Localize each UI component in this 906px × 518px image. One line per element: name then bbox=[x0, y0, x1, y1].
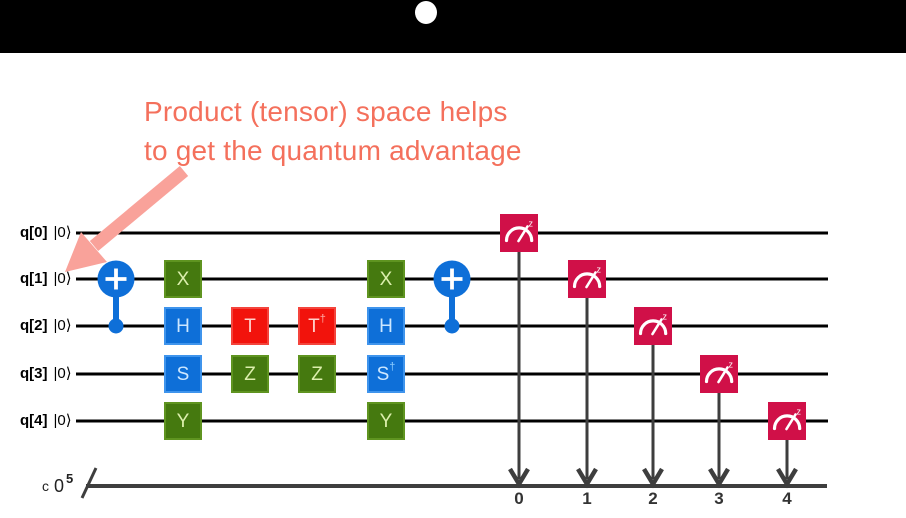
gate-label: X bbox=[176, 268, 190, 290]
gate-label: T bbox=[308, 315, 320, 337]
gate-s-dagger: S† bbox=[367, 355, 405, 393]
ket-zero-label: |0⟩ bbox=[53, 412, 72, 429]
svg-text:z: z bbox=[729, 360, 734, 370]
measurement-gate-3: z bbox=[700, 355, 738, 393]
measurement-gate-4: z bbox=[768, 402, 806, 440]
classical-register-size: 5 bbox=[66, 471, 74, 486]
gate-label: Y bbox=[176, 410, 190, 432]
qubit-label-1: q[1] |0⟩ bbox=[20, 270, 72, 288]
gate-x: X bbox=[164, 260, 202, 298]
svg-text:z: z bbox=[663, 312, 668, 322]
svg-text:z: z bbox=[797, 407, 802, 417]
gate-label: S bbox=[376, 363, 390, 385]
qubit-name: q[0] bbox=[20, 224, 48, 241]
gate-t: T bbox=[231, 307, 269, 345]
measurement-gate-2: z bbox=[634, 307, 672, 345]
ket-zero-label: |0⟩ bbox=[53, 365, 72, 382]
classical-bit-label-2: 2 bbox=[648, 489, 658, 508]
gate-h: H bbox=[367, 307, 405, 345]
ket-zero-label: |0⟩ bbox=[53, 270, 72, 287]
classical-register-index: 0 bbox=[54, 476, 65, 496]
classical-bit-label-1: 1 bbox=[582, 489, 592, 508]
measurement-gate-0: z bbox=[500, 214, 538, 252]
measurement-gauge-icon: z bbox=[704, 360, 734, 384]
classical-bit-label-0: 0 bbox=[514, 489, 524, 508]
gate-s: S bbox=[164, 355, 202, 393]
qubit-label-4: q[4] |0⟩ bbox=[20, 412, 72, 430]
classical-register-name: c bbox=[42, 478, 49, 494]
qubit-label-0: q[0] |0⟩ bbox=[20, 224, 72, 242]
ket-zero-label: |0⟩ bbox=[53, 317, 72, 334]
measurement-gauge-icon: z bbox=[772, 407, 802, 431]
classical-bit-label-3: 3 bbox=[714, 489, 724, 508]
classical-bus-slash bbox=[80, 467, 98, 499]
ket-zero-label: |0⟩ bbox=[53, 224, 72, 241]
gate-y: Y bbox=[367, 402, 405, 440]
gate-label: T bbox=[244, 315, 256, 337]
classical-bit-label-4: 4 bbox=[782, 489, 792, 508]
annotation-arrow-head bbox=[65, 232, 107, 272]
gate-z: Z bbox=[231, 355, 269, 393]
gate-dagger-superscript: † bbox=[389, 361, 396, 373]
gate-label: H bbox=[176, 315, 190, 337]
gate-t-dagger: T† bbox=[298, 307, 336, 345]
annotation-line-1: Product (tensor) space helps bbox=[144, 96, 508, 127]
cnot-control-dot-1 bbox=[444, 318, 460, 334]
qubit-name: q[3] bbox=[20, 365, 48, 382]
video-letterbox-bar bbox=[0, 0, 906, 53]
qubit-name: q[4] bbox=[20, 412, 48, 429]
gate-label: Z bbox=[311, 363, 323, 385]
gate-label: S bbox=[176, 363, 190, 385]
gate-x: X bbox=[367, 260, 405, 298]
presenter-dot bbox=[415, 1, 437, 24]
gate-y: Y bbox=[164, 402, 202, 440]
annotation-line-2: to get the quantum advantage bbox=[144, 135, 522, 166]
annotation-text: Product (tensor) space helps to get the … bbox=[144, 92, 522, 170]
qubit-label-2: q[2] |0⟩ bbox=[20, 317, 72, 335]
svg-text:z: z bbox=[529, 219, 534, 229]
gate-label: X bbox=[379, 268, 393, 290]
measurement-gauge-icon: z bbox=[504, 219, 534, 243]
qubit-name: q[2] bbox=[20, 317, 48, 334]
measurement-gauge-icon: z bbox=[572, 265, 602, 289]
qubit-name: q[1] bbox=[20, 270, 48, 287]
gate-label: Z bbox=[244, 363, 256, 385]
qubit-label-3: q[3] |0⟩ bbox=[20, 365, 72, 383]
gate-label: Y bbox=[379, 410, 393, 432]
measurement-gauge-icon: z bbox=[638, 312, 668, 336]
gate-dagger-superscript: † bbox=[319, 313, 326, 325]
cnot-control-dot-0 bbox=[108, 318, 124, 334]
annotation-arrow-shaft bbox=[89, 166, 189, 251]
measurement-gate-1: z bbox=[568, 260, 606, 298]
gate-h: H bbox=[164, 307, 202, 345]
gate-label: H bbox=[379, 315, 393, 337]
svg-text:z: z bbox=[597, 265, 602, 275]
gate-z: Z bbox=[298, 355, 336, 393]
